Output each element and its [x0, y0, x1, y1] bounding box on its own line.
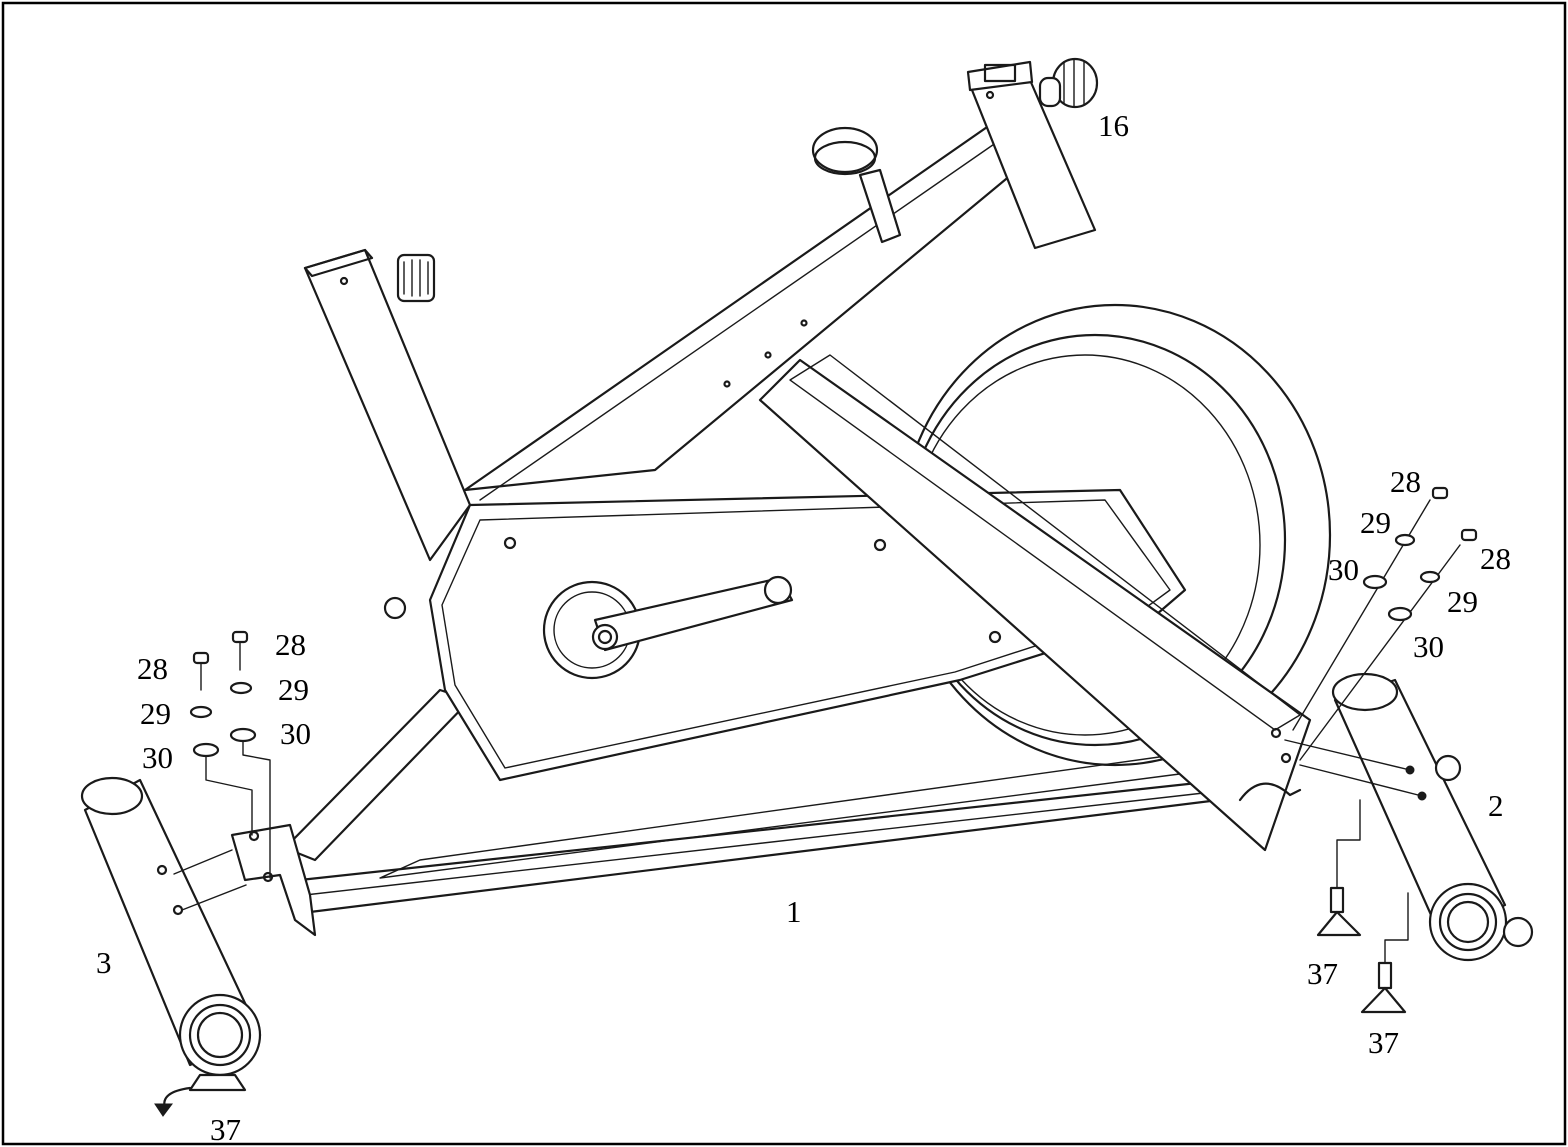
label-spring-washer-front-upper: 29 — [1360, 505, 1391, 540]
label-curved-washer-front-lower: 30 — [1413, 629, 1444, 664]
label-curved-washer-front-upper: 30 — [1328, 552, 1359, 587]
tension-knob — [811, 126, 902, 244]
main-frame-base — [298, 751, 1237, 914]
seat-knob — [396, 253, 436, 303]
label-bolt-left: 28 — [137, 651, 168, 686]
label-curved-washer-right: 30 — [280, 716, 311, 751]
label-bolt-right: 28 — [275, 627, 306, 662]
label-knob-16: 16 — [1098, 108, 1129, 143]
label-bolt-front-upper: 28 — [1390, 464, 1421, 499]
handlebar-knob — [1038, 57, 1099, 109]
label-bolt-front-lower: 28 — [1480, 541, 1511, 576]
label-spring-washer-front-lower: 29 — [1447, 584, 1478, 619]
label-front-stabilizer-2: 2 — [1488, 788, 1504, 823]
rear-down-tube — [283, 688, 472, 862]
rear-stabilizer — [80, 776, 262, 1092]
label-leveler-rear: 37 — [210, 1112, 241, 1147]
label-curved-washer-left: 30 — [142, 740, 173, 775]
rotate-arrow-head — [154, 1103, 173, 1117]
label-leveler-front-left: 37 — [1307, 956, 1338, 991]
label-leveler-front-right: 37 — [1368, 1025, 1399, 1060]
rear-hardware-right — [181, 630, 271, 911]
front-fork — [758, 354, 1312, 852]
label-spring-washer-left: 29 — [140, 696, 171, 731]
front-hardware — [1284, 486, 1478, 797]
front-levelers — [1316, 799, 1409, 1014]
label-spring-washer-right: 29 — [278, 672, 309, 707]
label-rear-stabilizer-3: 3 — [96, 945, 112, 980]
rear-bracket — [230, 823, 317, 937]
rear-hardware-left — [173, 651, 253, 875]
front-stabilizer — [1331, 672, 1534, 962]
seat-post-tube — [303, 248, 472, 620]
crank-arm — [542, 575, 794, 680]
handlebar-post — [966, 60, 1097, 250]
label-frame-1: 1 — [786, 894, 802, 929]
